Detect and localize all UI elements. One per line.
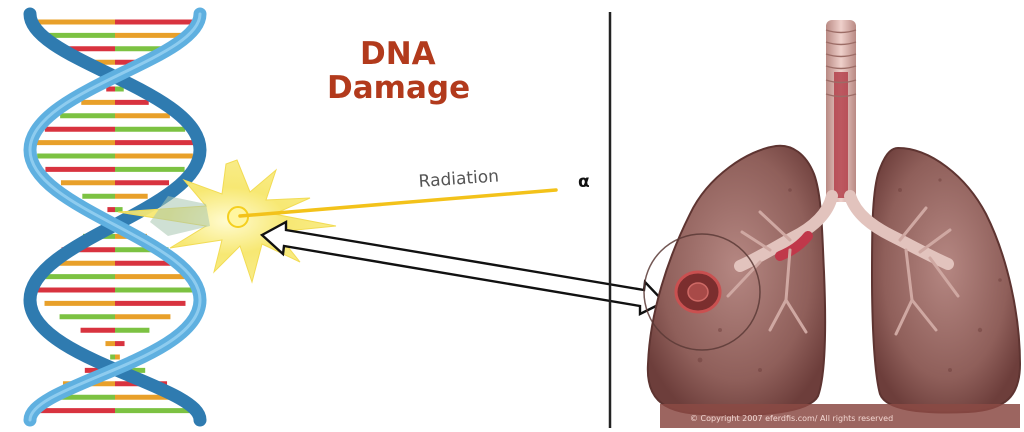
trachea-lumen <box>834 72 848 198</box>
title-line-1: DNA <box>360 36 436 72</box>
copyright-text: © Copyright 2007 eferdfis.com/ All right… <box>690 414 893 423</box>
lungs-illustration <box>644 20 1020 428</box>
double-headed-arrow <box>262 222 664 314</box>
title-line-2: Damage <box>327 70 470 106</box>
left-lung <box>648 146 825 415</box>
alpha-symbol: α <box>578 172 590 192</box>
tumor-core <box>688 283 708 301</box>
